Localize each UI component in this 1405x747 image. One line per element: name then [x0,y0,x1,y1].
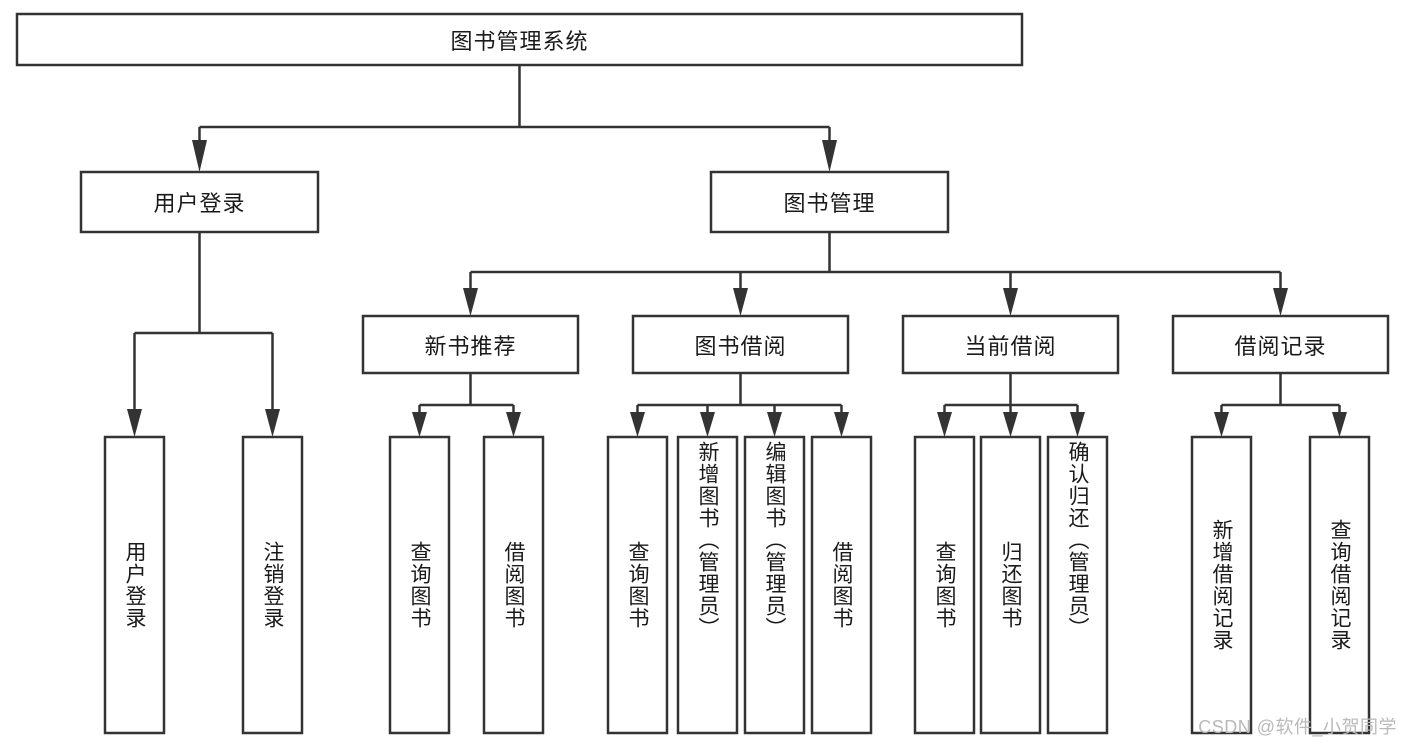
node-box-book-manage[interactable] [709,170,950,234]
node-box-leaf-logout-login[interactable] [241,435,304,735]
node-box-leaf-query-book-3[interactable] [913,435,976,735]
arrowhead-leaf-query-book-3 [937,412,952,437]
arrowhead-leaf-logout-login [265,409,280,437]
arrowhead-leaf-add-borrow-record [1214,412,1229,437]
node-boxes-group [15,12,1390,735]
node-box-new-book-recommend[interactable] [361,314,580,375]
node-box-leaf-edit-book-admin[interactable] [743,435,806,735]
node-box-current-borrow[interactable] [901,314,1120,375]
connectors-group [127,65,1347,437]
arrowhead-current-borrow [1003,288,1018,316]
arrowhead-leaf-return-book [1003,412,1018,437]
arrowhead-leaf-edit-book-admin [767,412,782,437]
node-box-borrow-record[interactable] [1171,314,1390,375]
node-box-user-login[interactable] [79,170,320,234]
arrowhead-new-book-recommend [463,288,478,316]
node-box-leaf-borrow-book-2[interactable] [810,435,873,735]
arrowhead-borrow-record [1273,288,1288,316]
node-box-leaf-query-book-1[interactable] [388,435,451,735]
node-box-leaf-add-book-admin[interactable] [676,435,739,735]
arrowhead-leaf-add-book-admin [700,412,715,437]
arrowhead-book-borrow [733,288,748,316]
arrowhead-leaf-borrow-book-2 [834,412,849,437]
arrowhead-leaf-query-borrow-record [1332,412,1347,437]
node-box-book-borrow[interactable] [631,314,850,375]
arrowhead-leaf-confirm-return-admin [1070,412,1085,437]
node-box-leaf-add-borrow-record[interactable] [1190,435,1253,735]
node-box-leaf-query-book-2[interactable] [606,435,669,735]
node-box-leaf-query-borrow-record[interactable] [1308,435,1371,735]
arrowhead-book-manage [822,140,837,172]
node-box-leaf-borrow-book-1[interactable] [482,435,545,735]
node-box-root[interactable] [15,12,1024,67]
node-box-leaf-confirm-return-admin[interactable] [1046,435,1109,735]
arrowhead-leaf-user-login [127,409,142,437]
node-box-leaf-return-book[interactable] [979,435,1042,735]
node-box-leaf-user-login[interactable] [103,435,166,735]
arrowhead-leaf-query-book-2 [630,412,645,437]
arrowhead-leaf-borrow-book-1 [506,412,521,437]
arrowhead-user-login [192,140,207,172]
arrowhead-leaf-query-book-1 [412,412,427,437]
